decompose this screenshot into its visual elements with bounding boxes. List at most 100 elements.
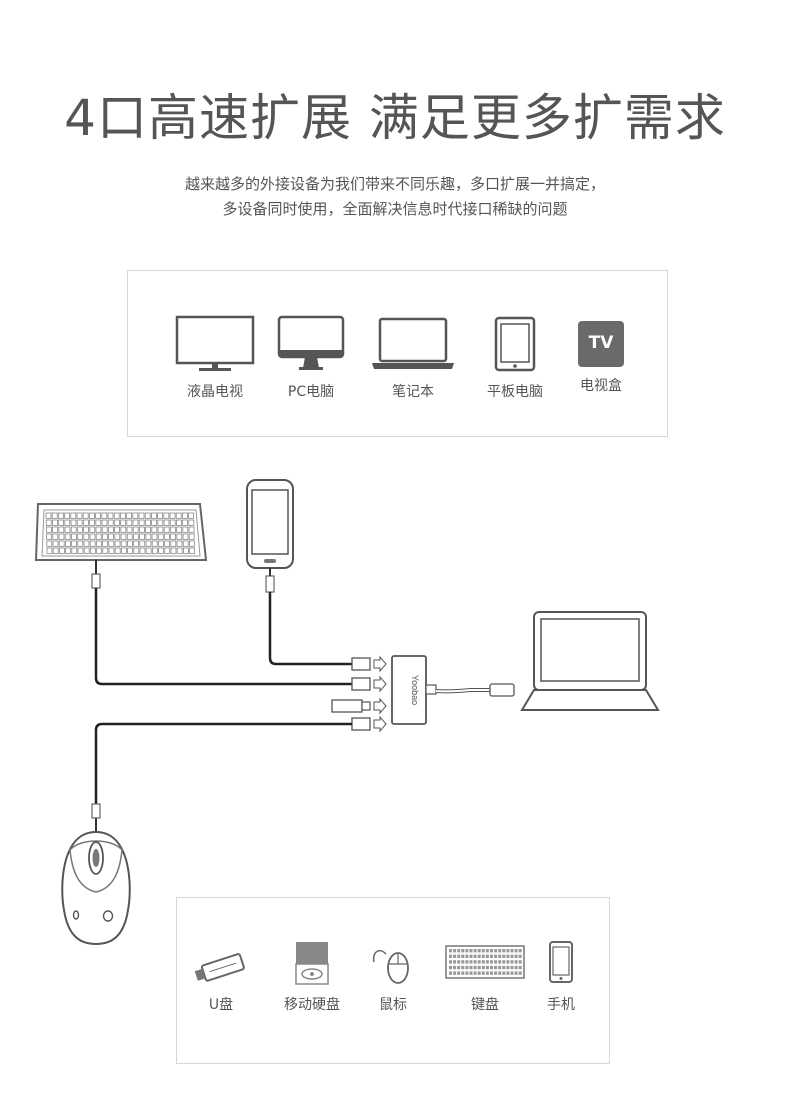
keyboard-key: [188, 512, 195, 519]
peripheral-label: 键盘: [471, 997, 499, 1013]
keyboard-key: [182, 540, 189, 547]
keyboard-key: [518, 965, 522, 970]
keyboard-key: [127, 540, 133, 547]
keyboard-key: [158, 547, 165, 554]
keyboard-key: [102, 533, 108, 540]
keyboard-key: [114, 533, 121, 540]
keyboard-key: [126, 512, 132, 519]
keyboard-key: [498, 960, 502, 964]
keyboard-key: [182, 547, 189, 554]
keyboard-key: [485, 949, 489, 953]
keyboard-key: [144, 512, 151, 519]
tv-box-icon: TV: [578, 321, 624, 367]
keyboard-key: [126, 519, 133, 526]
keyboard-key: [477, 971, 481, 975]
keyboard-key: [170, 547, 177, 554]
keyboard-key: [139, 533, 146, 540]
host-item-laptop: 笔记本: [368, 315, 458, 401]
keyboard-key: [498, 971, 502, 975]
keyboard-key: [502, 954, 506, 958]
laptop-illustration: [520, 611, 660, 711]
keyboard-key: [510, 960, 514, 964]
subtitle-line-2: 多设备同时使用，全面解决信息时代接口稀缺的问题: [222, 200, 568, 218]
keyboard-key: [506, 960, 510, 964]
keyboard-key: [473, 949, 477, 953]
keyboard-key: [70, 526, 77, 533]
peripheral-item-mouse: 鼠标: [353, 940, 433, 1014]
keyboard-key: [120, 533, 127, 540]
keyboard-key: [490, 954, 493, 958]
keyboard-key: [514, 949, 518, 953]
keyboard-key: [176, 526, 183, 533]
keyboard-key: [114, 519, 120, 526]
keyboard-key: [101, 519, 108, 526]
keyboard-key: [502, 949, 506, 953]
host-label: 平板电脑: [487, 384, 543, 400]
keyboard-key: [176, 540, 183, 547]
keyboard-illustration: [34, 503, 208, 561]
keyboard-key: [107, 512, 114, 519]
keyboard-key: [163, 533, 170, 540]
keyboard-key: [132, 533, 139, 540]
keyboard-key: [490, 949, 493, 953]
keyboard-key: [481, 965, 485, 970]
keyboard-key: [490, 965, 493, 970]
keyboard-key: [95, 512, 101, 519]
mouse-illustration: [61, 830, 131, 946]
keyboard-key: [465, 954, 469, 958]
keyboard-key: [102, 547, 109, 554]
keyboard-key: [77, 533, 83, 540]
keyboard-key: [108, 526, 114, 533]
pc-monitor-icon: [277, 315, 345, 370]
keyboard-key: [498, 965, 502, 970]
keyboard-key: [151, 533, 158, 540]
keyboard-key: [45, 512, 52, 519]
keyboard-key: [461, 949, 465, 953]
keyboard-key: [45, 519, 52, 526]
keyboard-key: [139, 540, 146, 547]
keyboard-key: [461, 960, 465, 964]
keyboard-key: [83, 519, 89, 526]
host-item-lcd-tv: 液晶电视: [170, 315, 260, 401]
keyboard-key: [120, 540, 127, 547]
keyboard-key: [449, 954, 452, 958]
lcd-tv-icon: [175, 315, 255, 371]
keyboard-key: [175, 512, 182, 519]
subtitle-line-1: 越来越多的外接设备为我们带来不同乐趣，多口扩展一并搞定，: [184, 175, 605, 193]
keyboard-key: [453, 954, 457, 958]
keyboard-key: [133, 547, 140, 554]
keyboard-key: [449, 965, 452, 970]
keyboard-key: [83, 526, 89, 533]
keyboard-key: [449, 960, 452, 964]
keyboard-key: [89, 533, 96, 540]
keyboard-key: [114, 547, 121, 554]
keyboard-key: [485, 954, 489, 958]
keyboard-key: [481, 960, 485, 964]
keyboard-key: [164, 547, 171, 554]
keyboard-key: [163, 512, 170, 519]
keyboard-key: [65, 547, 71, 554]
usb-hub: Yoobao: [391, 655, 427, 725]
keyboard-key: [120, 512, 126, 519]
keyboard-key: [510, 965, 514, 970]
keyboard-key: [465, 971, 469, 975]
keyboard-key: [71, 540, 77, 547]
keyboard-key: [89, 519, 95, 526]
keyboard-key: [510, 971, 514, 975]
peripheral-item-usb-drive: U盘: [181, 940, 261, 1014]
keyboard-key: [121, 547, 127, 554]
hub-brand: Yoobao: [410, 675, 420, 705]
phone-illustration: [246, 479, 294, 569]
keyboard-key: [453, 949, 457, 953]
keyboard-key: [58, 519, 64, 526]
host-item-pc: PC电脑: [266, 315, 356, 401]
keyboard-key: [151, 526, 158, 533]
keyboard-key: [477, 965, 481, 970]
keyboard-key: [188, 526, 195, 533]
tv-badge-text: TV: [588, 333, 614, 353]
keyboard-key: [83, 547, 90, 554]
keyboard-key: [120, 526, 127, 533]
keyboard-key: [469, 949, 473, 953]
keyboard-key: [126, 533, 133, 540]
keyboard-key: [151, 547, 158, 554]
